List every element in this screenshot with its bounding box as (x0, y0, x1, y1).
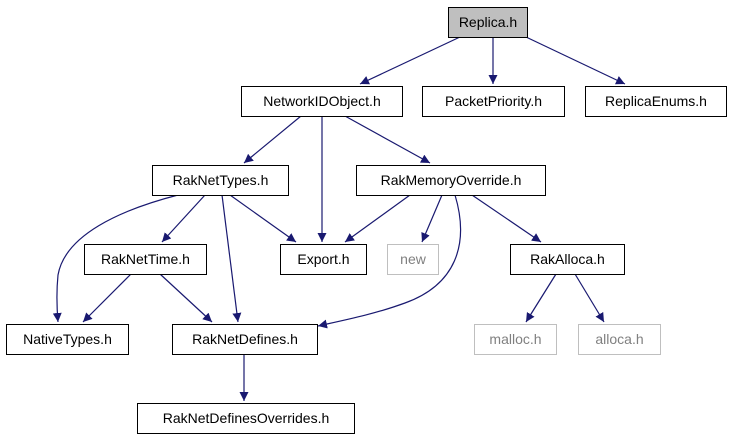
edge-replica-to-replicaenums (525, 36, 626, 85)
node-label: NativeTypes.h (23, 331, 112, 347)
node-box (387, 244, 439, 275)
node-label: RakNetDefinesOverrides.h (163, 410, 330, 426)
edge-line (243, 115, 302, 164)
edge-line (221, 194, 242, 323)
node-box (137, 403, 355, 434)
node-box (280, 244, 367, 275)
edge-line (525, 273, 557, 323)
node-label: new (400, 251, 427, 267)
node-label: RakNetTypes.h (173, 172, 269, 188)
edge-line (317, 194, 462, 329)
node-label: RakNetDefines.h (192, 331, 298, 347)
edge-raknettypes-to-raknetdefines (221, 194, 242, 323)
edge-networkidobject-to-raknettypes (243, 115, 302, 164)
node-raknettypes[interactable]: RakNetTypes.h (152, 165, 289, 196)
node-box (510, 244, 625, 275)
node-label: Export.h (297, 251, 349, 267)
node-box (578, 324, 661, 355)
node-label: alloca.h (595, 331, 643, 347)
node-new: new (387, 244, 439, 275)
edge-line (525, 36, 626, 85)
node-raknettime[interactable]: RakNetTime.h (84, 244, 207, 275)
edge-raknettime-to-nativetypes (82, 273, 132, 323)
edge-raknettypes-to-export (229, 194, 297, 243)
edge-replica-to-networkidobject (359, 36, 461, 85)
node-nativetypes[interactable]: NativeTypes.h (6, 324, 129, 355)
node-box (585, 86, 727, 117)
edge-rakalloca-to-alloca (574, 273, 605, 323)
edge-line (359, 36, 461, 85)
node-replica[interactable]: Replica.h (448, 7, 528, 38)
node-label: Replica.h (459, 14, 517, 30)
node-packetpriority[interactable]: PacketPriority.h (422, 86, 565, 117)
node-rakalloca[interactable]: RakAlloca.h (510, 244, 625, 275)
edge-line (421, 194, 443, 243)
node-label: RakNetTime.h (101, 251, 190, 267)
edge-rakmemoryoverride-to-raknetdefines (317, 194, 462, 329)
edge-rakmemoryoverride-to-rakalloca (471, 194, 542, 243)
node-alloca: alloca.h (578, 324, 661, 355)
node-replicaenums[interactable]: ReplicaEnums.h (585, 86, 727, 117)
edge-rakalloca-to-malloc (525, 273, 557, 323)
node-networkidobject[interactable]: NetworkIDObject.h (241, 86, 403, 117)
edge-line (229, 194, 297, 243)
node-label: RakAlloca.h (530, 251, 605, 267)
node-box (474, 324, 557, 355)
edge-raknettypes-to-nativetypes (52, 194, 179, 323)
node-box (6, 324, 129, 355)
node-export[interactable]: Export.h (280, 244, 367, 275)
edge-raknettime-to-raknetdefines (159, 273, 213, 323)
edge-line (344, 194, 411, 243)
node-box (84, 244, 207, 275)
edge-line (471, 194, 542, 243)
node-malloc: malloc.h (474, 324, 557, 355)
node-label: malloc.h (489, 331, 541, 347)
edge-networkidobject-to-rakmemoryoverride (344, 115, 431, 164)
edge-raknettypes-to-raknettime (161, 194, 206, 243)
edge-line (159, 273, 213, 323)
edge-line (52, 194, 179, 323)
node-box (241, 86, 403, 117)
edge-line (574, 273, 605, 323)
edge-rakmemoryoverride-to-new (421, 194, 443, 243)
node-box (172, 324, 318, 355)
node-raknetdefines[interactable]: RakNetDefines.h (172, 324, 318, 355)
edge-rakmemoryoverride-to-export (344, 194, 411, 243)
edge-line (161, 194, 206, 243)
node-label: RakMemoryOverride.h (381, 172, 522, 188)
node-box (422, 86, 565, 117)
node-box (448, 7, 528, 38)
node-rakmemoryoverride[interactable]: RakMemoryOverride.h (356, 165, 546, 196)
edge-line (344, 115, 431, 164)
node-box (356, 165, 546, 196)
node-label: PacketPriority.h (445, 93, 542, 109)
edges-layer (52, 36, 626, 401)
node-box (152, 165, 289, 196)
node-raknetdefinesoverrides[interactable]: RakNetDefinesOverrides.h (137, 403, 355, 434)
edge-line (82, 273, 132, 323)
node-label: ReplicaEnums.h (605, 93, 707, 109)
node-label: NetworkIDObject.h (263, 93, 380, 109)
